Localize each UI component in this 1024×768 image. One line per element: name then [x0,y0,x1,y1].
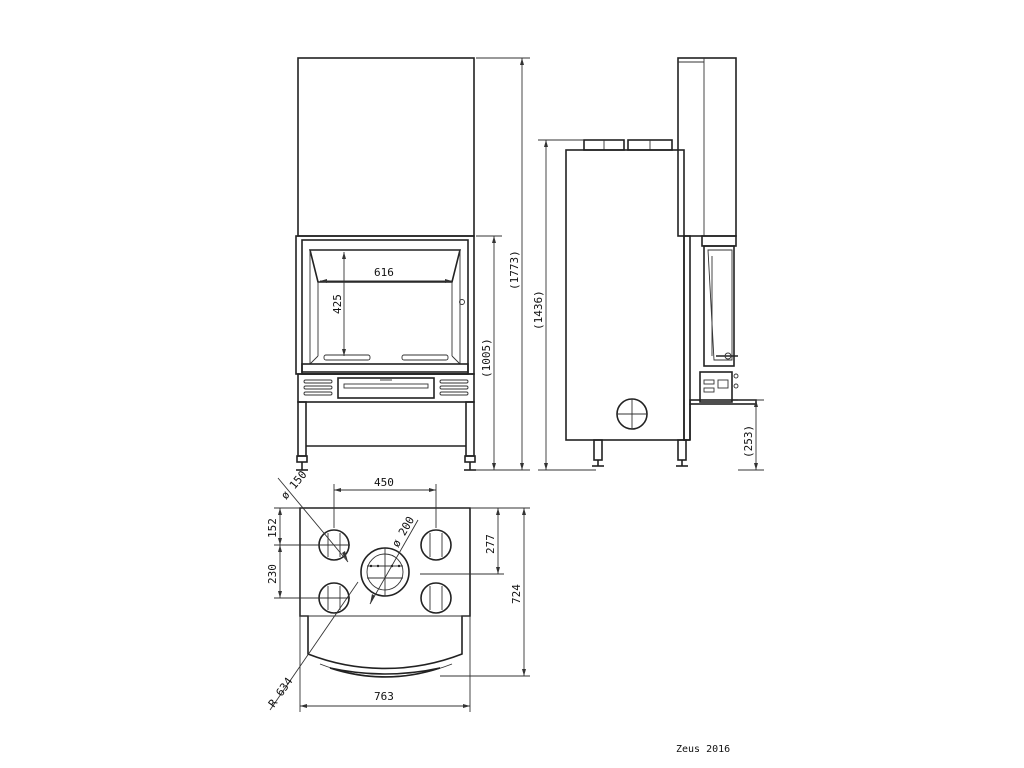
front-burner-right [401,354,449,361]
dim-152-label: 152 [266,518,279,538]
front-control-panel [297,373,475,403]
side-view: (1436) (253) [532,57,764,471]
dia-200-label: ø 200 [389,514,417,549]
front-door-handle [459,299,465,305]
side-control-box [699,371,733,403]
front-burner-left [323,354,371,361]
radius-634-leader [269,581,359,711]
dim-230-label: 230 [266,564,279,584]
top-central-flue [360,547,410,597]
dim-616-label: 616 [374,266,394,279]
front-leg-right [465,401,475,457]
front-view: 616 425 [295,57,530,471]
dim-763-label: 763 [374,690,394,703]
top-front-glass [329,667,441,678]
dim-1436-label: (1436) [532,290,545,330]
side-body [565,149,685,441]
dim-1773-label: (1773) [508,250,521,290]
dim-450-label: 450 [374,476,394,489]
front-vent-right [439,379,469,396]
top-outlet-rear-right [420,582,452,614]
dim-253-label: (253) [742,425,755,458]
front-hood [297,57,475,237]
dim-425-label: 425 [331,294,344,314]
front-ash-drawer [337,377,435,399]
front-leg-left [297,401,307,457]
dia-200-leader [369,519,419,605]
dim-1005-label: (1005) [480,338,493,378]
front-door-frame [301,239,469,373]
top-outlet-front-right [420,529,452,561]
front-firebox-frame [295,235,475,375]
front-vent-left [303,379,333,396]
radius-634-label: R 634 [266,675,296,710]
top-view: ø 150 ø 200 R 634 450 152 230 277 [266,468,530,712]
dia-150-leader [277,477,349,563]
side-door [703,245,735,367]
dim-277-label: 277 [484,534,497,554]
dim-724-label: 724 [510,584,523,604]
drawing-caption: Zeus 2016 [676,744,730,755]
side-hood [677,57,737,237]
